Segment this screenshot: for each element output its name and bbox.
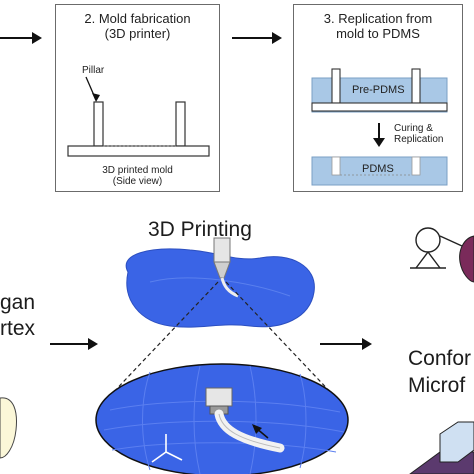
pre-pdms-label: Pre-PDMS <box>352 84 405 96</box>
3d-printing-title: 3D Printing <box>148 218 252 241</box>
axes-icon <box>151 434 183 463</box>
organ-cortex-label: gan rtex <box>0 291 36 340</box>
pdms-label: PDMS <box>362 163 394 175</box>
replication-panel: 3. Replication from mold to PDMS Pre-PDM… <box>293 4 463 192</box>
mold-side-view <box>67 76 210 157</box>
mold-fabrication-panel: 2. Mold fabrication (3D printer) Pillar … <box>55 4 220 192</box>
flow-arrow-organ-to-printing <box>50 338 98 350</box>
replication-title: 3. Replication from mold to PDMS <box>323 11 433 41</box>
replication-diagram <box>311 68 448 186</box>
mold-caption: 3D printed mold (Side view) <box>102 165 173 187</box>
flow-arrow-into-step2 <box>0 32 42 44</box>
pillar-label: Pillar <box>82 65 105 76</box>
mold-fabrication-title: 2. Mold fabrication (3D printer) <box>84 11 191 41</box>
flow-arrow-step2-to-step3 <box>232 32 282 44</box>
flow-arrow-printing-to-conformal <box>320 338 372 350</box>
curing-replication-label: Curing & Replication <box>394 123 444 145</box>
conformal-microfluidics-label: Confor Microf <box>408 347 472 397</box>
organ-model <box>125 248 315 328</box>
print-nozzle <box>213 237 231 263</box>
